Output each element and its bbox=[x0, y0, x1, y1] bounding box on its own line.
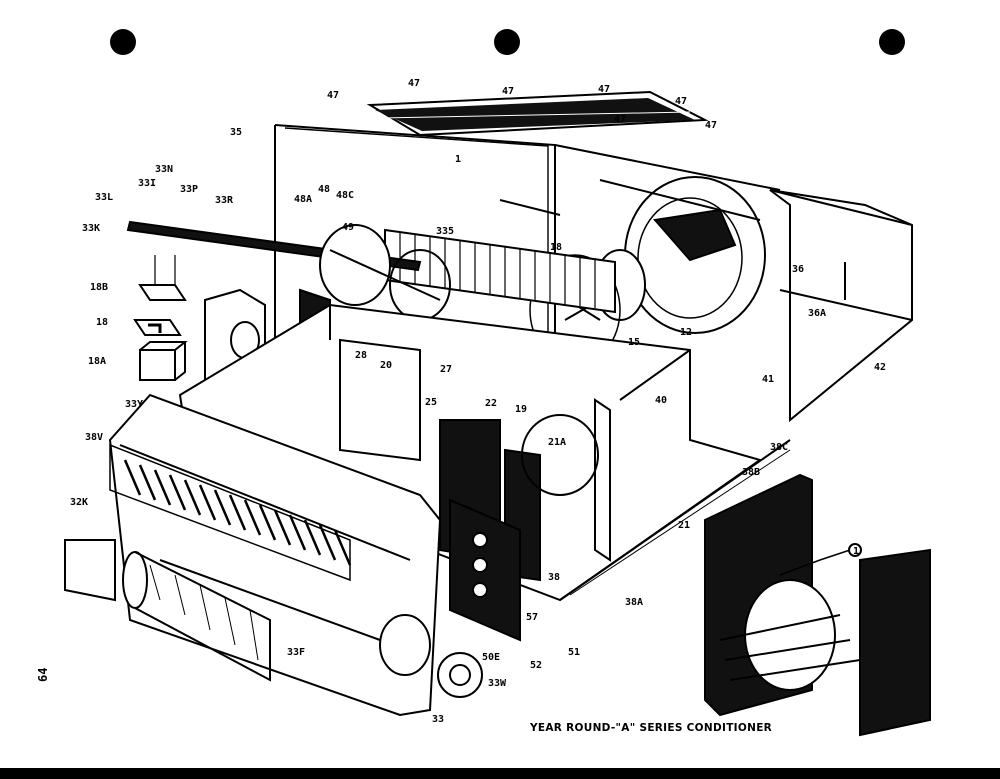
diagram-caption: YEAR ROUND-"A" SERIES CONDITIONER bbox=[530, 722, 773, 734]
label-12: 12 bbox=[680, 327, 692, 338]
label-19: 19 bbox=[515, 404, 527, 415]
label-36A: 36A bbox=[808, 308, 826, 319]
label-57: 57 bbox=[526, 612, 538, 623]
label-33R: 33R bbox=[215, 195, 234, 206]
label-47: 47 bbox=[705, 120, 717, 131]
front-grille bbox=[108, 393, 442, 717]
label-18: 18 bbox=[550, 242, 562, 253]
label-33I: 33I bbox=[138, 178, 156, 189]
label-22: 22 bbox=[485, 398, 497, 409]
label-15: 15 bbox=[628, 337, 640, 348]
air-filter bbox=[64, 539, 116, 602]
label-33F: 33F bbox=[287, 647, 305, 658]
label-335: 335 bbox=[436, 226, 454, 237]
label-33L: 33L bbox=[95, 192, 113, 203]
label-1: 1 bbox=[455, 154, 461, 165]
label-18A: 18A bbox=[88, 356, 106, 367]
label-38B: 38B bbox=[742, 467, 760, 478]
evaporator-coil bbox=[384, 228, 616, 314]
label-33W: 33W bbox=[488, 678, 507, 689]
label-49: 49 bbox=[342, 222, 354, 233]
label-48C: 48C bbox=[336, 190, 354, 201]
label-18: 18 bbox=[96, 317, 108, 328]
label-50E: 50E bbox=[482, 652, 500, 663]
label-47: 47 bbox=[408, 78, 420, 89]
label-33P: 33P bbox=[180, 184, 198, 195]
label-38: 38 bbox=[548, 572, 560, 583]
scan-edge bbox=[0, 768, 1000, 779]
label-33N: 33N bbox=[155, 164, 173, 175]
binder-hole-right bbox=[879, 29, 905, 55]
label-47: 47 bbox=[502, 86, 514, 97]
label-41: 41 bbox=[762, 374, 774, 385]
front-control-panel bbox=[449, 498, 521, 642]
label-51: 51 bbox=[568, 647, 580, 658]
label-28: 28 bbox=[355, 350, 367, 361]
label-47: 47 bbox=[598, 84, 610, 95]
label-25: 25 bbox=[425, 397, 437, 408]
label-32K: 32K bbox=[70, 497, 88, 508]
binder-hole-left bbox=[110, 29, 136, 55]
control-components bbox=[133, 255, 188, 381]
label-47: 47 bbox=[614, 114, 626, 125]
label-33K: 33K bbox=[82, 223, 100, 234]
label-33: 33 bbox=[432, 714, 444, 725]
label-38V: 38V bbox=[85, 432, 103, 443]
label-36: 36 bbox=[792, 264, 804, 275]
label-33Y: 33Y bbox=[125, 399, 143, 410]
label-38A: 38A bbox=[625, 597, 643, 608]
label-47: 47 bbox=[327, 90, 339, 101]
fan-motor bbox=[319, 224, 451, 321]
label-27: 27 bbox=[440, 364, 452, 375]
label-21A: 21A bbox=[548, 437, 566, 448]
discharge-louver bbox=[122, 551, 271, 682]
label-38C: 38C bbox=[770, 442, 788, 453]
label-48: 48 bbox=[318, 184, 330, 195]
label-52: 52 bbox=[530, 660, 542, 671]
condenser-coil bbox=[704, 473, 931, 737]
right-housing bbox=[769, 189, 913, 423]
label-48A: 48A bbox=[294, 194, 312, 205]
label-47: 47 bbox=[675, 96, 687, 107]
label-18B: 18B bbox=[90, 282, 108, 293]
label-35: 35 bbox=[230, 127, 242, 138]
label-1: 1 bbox=[853, 546, 859, 557]
label-20: 20 bbox=[380, 360, 392, 371]
control-knob bbox=[437, 652, 483, 698]
label-42: 42 bbox=[874, 362, 886, 373]
label-21: 21 bbox=[678, 520, 690, 531]
page-number: 64 bbox=[36, 667, 50, 682]
top-cover-panel bbox=[366, 90, 709, 137]
part-labels: 47 47 47 47 47 47 47 35 33N 33L 33I 33P … bbox=[70, 78, 886, 725]
binder-hole-center bbox=[494, 29, 520, 55]
label-40: 40 bbox=[655, 395, 667, 406]
